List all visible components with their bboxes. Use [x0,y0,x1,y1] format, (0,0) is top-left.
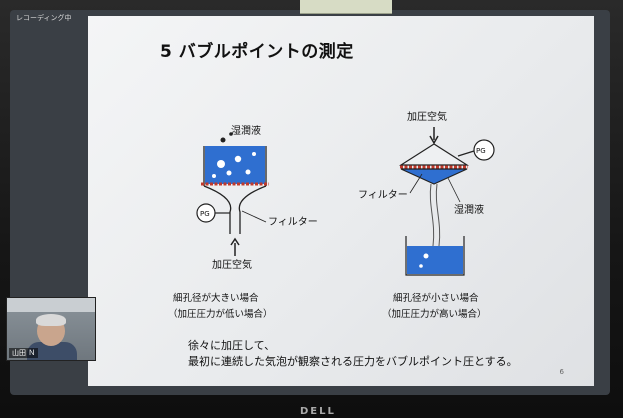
left-air-arrow-icon [230,237,240,256]
left-gauge-label: PG [200,210,210,218]
left-filter-label: フィルター [268,216,318,228]
right-caption-line1: 細孔径が小さい場合 [393,293,479,304]
webcam-thumbnail[interactable]: 山田 Ｎ [6,297,96,361]
right-air-arrow-icon [429,127,439,145]
left-caption-line2: （加圧圧力が低い場合） [168,309,273,320]
right-liquid-cone [400,168,468,185]
right-gauge-label: PG [476,147,486,155]
right-pressure-gauge-icon [473,139,495,161]
slide-title: 5 バブルポイントの測定 [160,42,354,62]
presentation-slide: 5 バブルポイントの測定 [88,16,594,386]
left-apparatus: 湿潤液 PG フィルター 加圧空気 [196,124,318,271]
left-caption-line1: 細孔径が大きい場合 [173,293,259,304]
right-air-label: 加圧空気 [407,110,447,123]
right-beaker-liquid [407,246,463,274]
person-hair [36,314,66,326]
right-apparatus: 加圧空気 PG フィルター 湿潤液 [358,110,495,276]
recording-label: レコーディング中 [16,14,72,22]
right-beaker [405,236,465,276]
sticky-note [300,0,392,14]
left-air-label: 加圧空気 [212,258,252,271]
body-line-2: 最初に連続した気泡が観察される圧力をバブルポイント圧とする。 [188,355,518,368]
left-liquid [205,146,265,184]
body-line-1: 徐々に加圧して、 [188,339,276,352]
left-liquid-label: 湿潤液 [231,124,261,137]
participant-name: 山田 Ｎ [9,348,39,358]
bubble-point-diagram: 湿潤液 PG フィルター 加圧空気 [196,110,495,276]
right-caption-line2: （加圧圧力が高い場合） [382,309,487,320]
page-number: 6 [559,368,564,376]
right-filter-label: フィルター [358,189,408,201]
right-liquid-label: 湿潤液 [454,203,484,216]
person-shirt [27,342,77,360]
monitor-brand-logo: DELL [300,406,336,417]
